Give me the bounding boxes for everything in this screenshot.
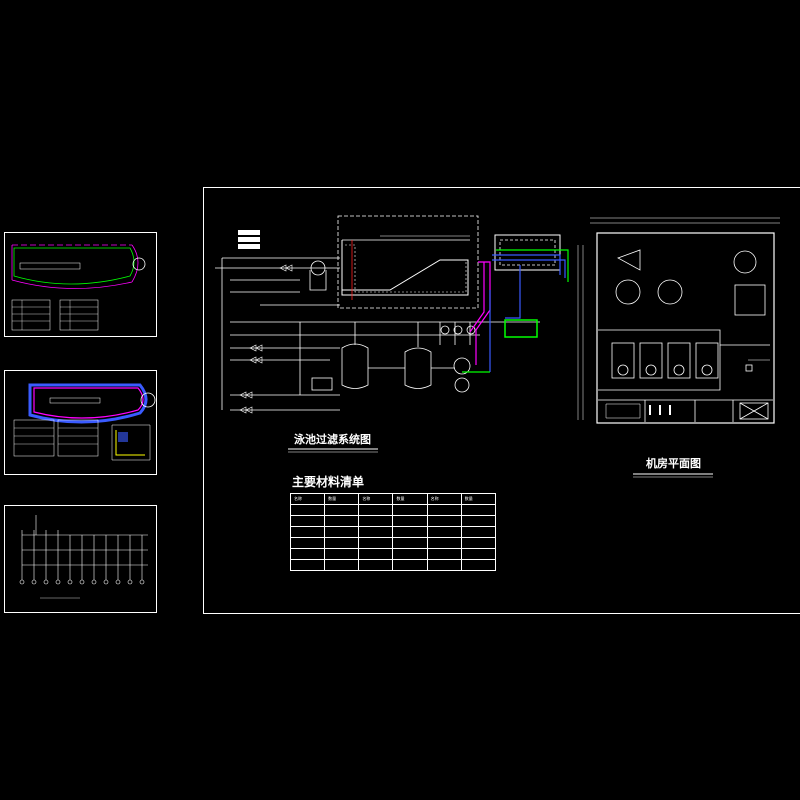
table-header-row: 名称 数量 名称 数量 名称 数量 [289, 493, 497, 505]
header-cell: 名称 [426, 493, 462, 505]
table-cell [324, 548, 360, 560]
table-cell [392, 559, 428, 571]
table-cell [460, 504, 497, 516]
table-cell [289, 537, 326, 549]
table-cell [426, 559, 462, 571]
table-cell [460, 515, 497, 527]
header-cell: 名称 [289, 493, 326, 505]
table-row [289, 504, 497, 516]
table-cell [392, 537, 428, 549]
table-cell [358, 526, 394, 538]
table-cell [392, 504, 428, 516]
table-row [289, 548, 497, 560]
filter-system-title: 泳池过滤系统图 [294, 433, 371, 446]
table-row [289, 559, 497, 571]
table-row [289, 515, 497, 527]
table-cell [289, 548, 326, 560]
table-cell [358, 548, 394, 560]
electrical-thumbnail [19, 515, 148, 599]
table-cell [460, 537, 497, 549]
chlorinator-box [504, 319, 538, 338]
table-cell [289, 515, 326, 527]
table-cell [289, 504, 326, 516]
table-cell [460, 559, 497, 571]
header-cell: 名称 [358, 493, 394, 505]
table-cell [358, 559, 394, 571]
pool-section-thumbnail [13, 383, 156, 461]
table-cell [289, 526, 326, 538]
table-cell [392, 526, 428, 538]
table-cell [426, 526, 462, 538]
plant-room-title: 机房平面图 [646, 457, 701, 470]
sheet-pool-section[interactable] [4, 370, 157, 475]
sheet-main[interactable] [203, 187, 800, 614]
colored-piping [351, 240, 569, 373]
table-row [289, 526, 497, 538]
table-row [289, 537, 497, 549]
header-cell: 数量 [324, 493, 360, 505]
table-cell [392, 548, 428, 560]
materials-title: 主要材料清单 [292, 475, 365, 489]
table-cell [460, 548, 497, 560]
filtration-system-diagram [215, 215, 561, 414]
plant-room-plan [577, 217, 780, 424]
table-cell [358, 504, 394, 516]
table-cell [324, 526, 360, 538]
table-cell [289, 559, 326, 571]
sheet-electrical-diagram[interactable] [4, 505, 157, 613]
materials-table: 名称 数量 名称 数量 名称 数量 [289, 493, 497, 571]
table-cell [426, 515, 462, 527]
table-cell [358, 537, 394, 549]
table-cell [324, 504, 360, 516]
table-cell [426, 504, 462, 516]
sheet-pool-plan[interactable] [4, 232, 157, 337]
pool-plan-thumbnail [11, 244, 146, 331]
table-cell [426, 537, 462, 549]
table-cell [358, 515, 394, 527]
table-cell [426, 548, 462, 560]
table-cell [324, 559, 360, 571]
table-cell [324, 537, 360, 549]
table-cell [324, 515, 360, 527]
table-cell [460, 526, 497, 538]
header-cell: 数量 [392, 493, 428, 505]
table-cell [392, 515, 428, 527]
header-cell: 数量 [460, 493, 497, 505]
